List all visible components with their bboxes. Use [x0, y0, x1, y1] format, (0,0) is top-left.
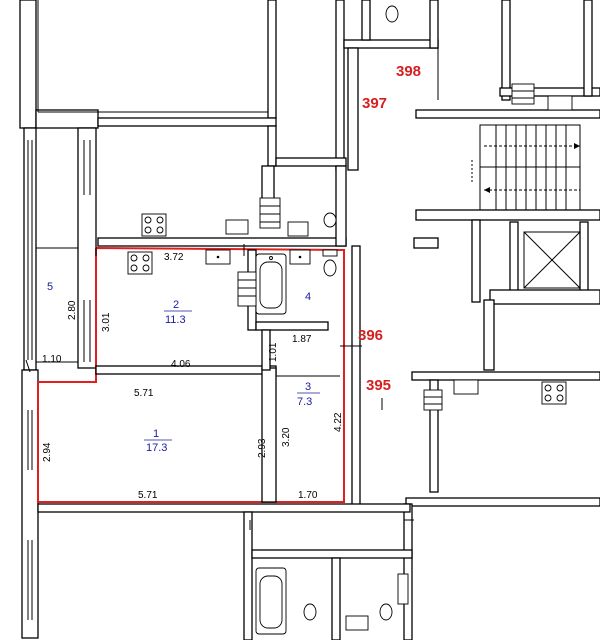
dim-1-01: 1.01 [268, 342, 279, 362]
apartment-labels: 398 397 396 395 [358, 63, 421, 394]
dim-1-10: 1.10 [42, 354, 62, 365]
balcony-room-5 [36, 247, 78, 363]
staircase [471, 124, 581, 211]
dimension-labels: 3.72 3.01 2.80 1.10 4.06 1.87 1.01 5.71 … [42, 252, 344, 501]
apartment-397: 397 [362, 95, 387, 112]
apartment-398: 398 [396, 63, 421, 80]
fixtures [127, 5, 573, 635]
dim-5-71-bottom: 5.71 [138, 490, 158, 501]
dim-2-94: 2.94 [42, 442, 53, 462]
dim-3-01: 3.01 [101, 312, 112, 332]
room-1-area: 17.3 [146, 442, 167, 454]
room-1-number: 1 [153, 428, 159, 440]
dim-4-22: 4.22 [333, 412, 344, 432]
interior-walls [95, 249, 340, 503]
room-3-area: 7.3 [297, 396, 312, 408]
dimension-ticks [25, 244, 414, 530]
room-2-number: 2 [173, 299, 179, 311]
highlighted-apartment [37, 247, 345, 503]
room-5-number: 5 [47, 281, 53, 293]
dim-3-20: 3.20 [281, 427, 292, 447]
room-4-number: 4 [305, 291, 311, 303]
room-3-number: 3 [305, 381, 311, 393]
apartment-395: 395 [366, 377, 391, 394]
building-walls [19, 0, 600, 640]
dim-3-72: 3.72 [164, 252, 184, 263]
dim-1-87: 1.87 [292, 334, 312, 345]
dim-5-71-top: 5.71 [134, 388, 154, 399]
dim-2-80: 2.80 [67, 300, 78, 320]
room-labels: 2 11.3 1 17.3 3 7.3 4 5 [47, 281, 320, 454]
apartment-396: 396 [358, 327, 383, 344]
dim-1-70: 1.70 [298, 490, 318, 501]
dim-2-93: 2.93 [257, 438, 268, 458]
dim-4-06: 4.06 [171, 359, 191, 370]
room-2-area: 11.3 [165, 314, 186, 326]
